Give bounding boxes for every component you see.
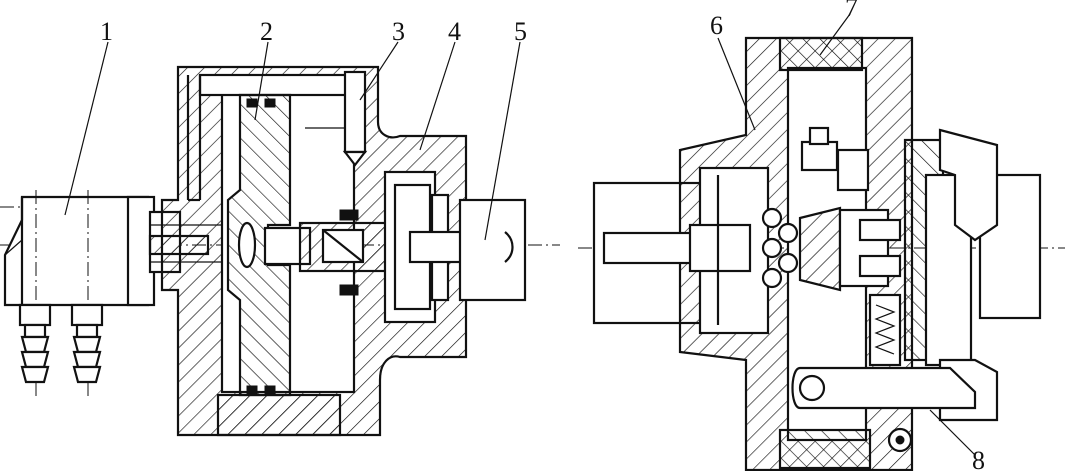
hose-fitting-left bbox=[18, 303, 52, 384]
piston bbox=[226, 93, 292, 397]
callout-2: 2 bbox=[260, 17, 273, 46]
spindle bbox=[602, 175, 902, 325]
jaw-assembly bbox=[903, 128, 999, 422]
callout-8: 8 bbox=[972, 446, 985, 471]
callout-1: 1 bbox=[100, 17, 113, 46]
port-fitting bbox=[305, 70, 368, 167]
spring bbox=[868, 293, 902, 367]
left-assembly bbox=[0, 41, 560, 437]
leader-lines-left bbox=[64, 41, 521, 241]
output-rod bbox=[408, 198, 527, 302]
callouts: 1 2 3 4 5 6 7 8 bbox=[100, 0, 985, 471]
hose-fitting-right bbox=[70, 303, 104, 384]
callout-6: 6 bbox=[710, 11, 723, 40]
right-assembly bbox=[578, 13, 1065, 471]
callout-7: 7 bbox=[845, 0, 858, 22]
callout-4: 4 bbox=[448, 17, 461, 46]
lever-arm bbox=[791, 366, 977, 453]
callout-5: 5 bbox=[514, 17, 527, 46]
callout-3: 3 bbox=[392, 17, 405, 46]
bottom-block bbox=[778, 428, 872, 470]
set-screw bbox=[800, 126, 870, 192]
leader-lines-right bbox=[717, 13, 976, 456]
